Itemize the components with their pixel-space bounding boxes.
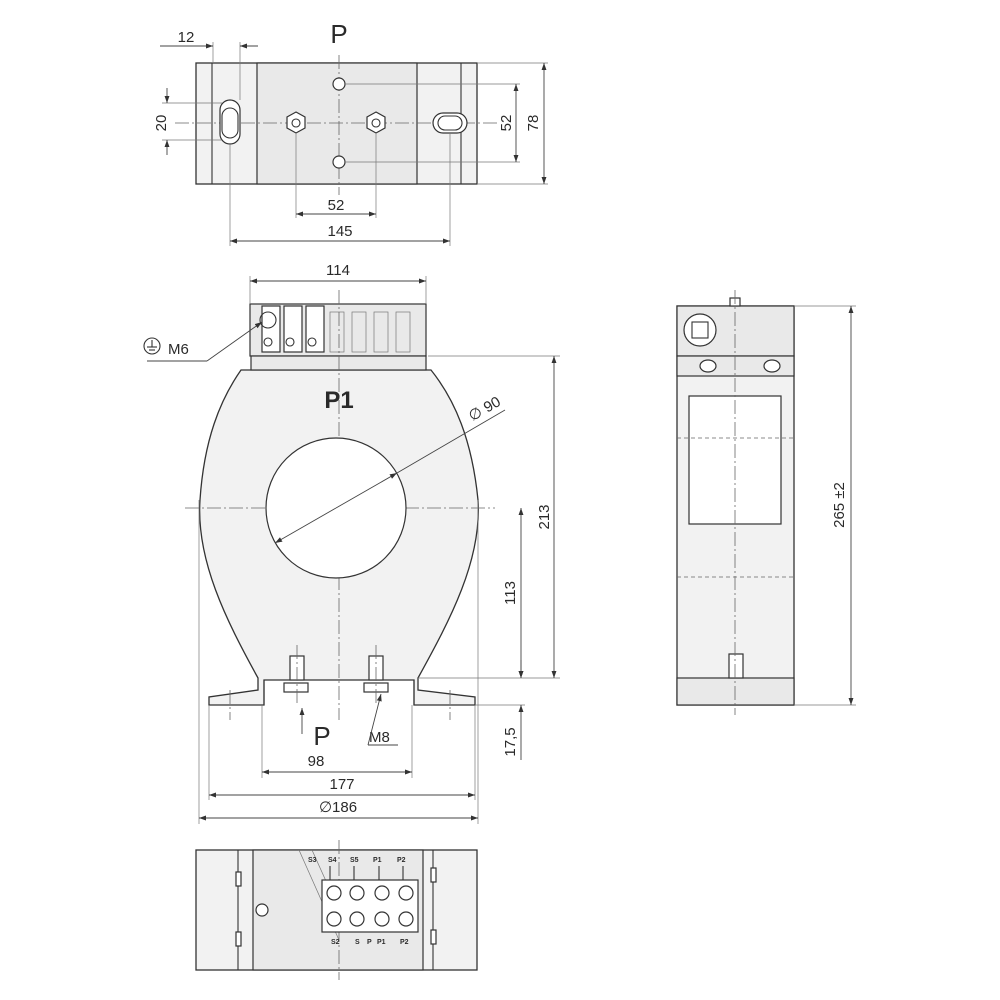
terminal-label-bottom-1: S2 xyxy=(331,939,340,946)
terminal-label-top-5: P2 xyxy=(397,857,406,864)
terminal-label-top-1: S3 xyxy=(308,857,317,864)
dim-52-vertical: 52 xyxy=(498,115,515,132)
dim-phi-90: ∅ 90 xyxy=(466,393,504,425)
side-screw-right-icon xyxy=(763,359,781,373)
top-view-label: P xyxy=(330,19,347,49)
bottom-slot-right-bottom-icon xyxy=(430,929,437,945)
bottom-ground-screw-icon xyxy=(255,903,269,917)
side-screw-left-icon xyxy=(699,359,717,373)
hex-nut-right-icon xyxy=(366,111,386,134)
bottom-slot-right-top-icon xyxy=(430,867,437,883)
terminal-label-bottom-2: S xyxy=(355,939,360,946)
dim-17-5: 17,5 xyxy=(502,727,519,756)
hex-nut-left-icon xyxy=(286,111,306,134)
terminal-label-bottom-5: P2 xyxy=(400,939,409,946)
m8-callout: M8 xyxy=(369,729,390,746)
dim-phi-186: ∅186 xyxy=(319,799,357,816)
dim-265: 265 ±2 xyxy=(831,482,848,528)
terminal-label-bottom-4: P1 xyxy=(377,939,386,946)
slot-right-icon xyxy=(432,112,468,134)
terminal-block xyxy=(259,305,411,353)
dim-113: 113 xyxy=(502,581,519,605)
earth-ground-icon xyxy=(143,337,161,355)
side-ground-screw-icon xyxy=(683,313,717,347)
dim-177: 177 xyxy=(329,776,354,793)
ground-screw-icon xyxy=(259,311,277,329)
m6-callout: M6 xyxy=(168,341,189,358)
dim-98: 98 xyxy=(308,753,325,770)
dim-114: 114 xyxy=(326,262,350,279)
terminal-label-top-4: P1 xyxy=(373,857,382,864)
front-view: P1 P 114 M6 ∅ 90 213 113 xyxy=(143,262,560,824)
dim-12: 12 xyxy=(178,29,195,46)
dim-20: 20 xyxy=(153,115,170,132)
bottom-slot-left-bottom-icon xyxy=(235,931,242,947)
top-view: P 12 xyxy=(153,19,548,246)
nameplate xyxy=(688,395,782,525)
dim-52-horizontal: 52 xyxy=(328,197,345,214)
slot-left-icon xyxy=(219,99,241,145)
dim-78: 78 xyxy=(525,115,542,132)
terminal-label-top-2: S4 xyxy=(328,857,337,864)
p-marking: P xyxy=(313,721,330,751)
dim-213: 213 xyxy=(536,504,553,529)
side-view-foot xyxy=(676,677,795,706)
terminal-label-bottom-3: P xyxy=(367,939,372,946)
bottom-terminal-block xyxy=(321,866,419,933)
hole-top-icon xyxy=(332,77,346,91)
side-view: 265 ±2 xyxy=(676,290,856,715)
bottom-view: S3 S4 S5 P1 P2 S2 S P P1 P2 xyxy=(195,840,478,980)
side-bottom-bolt-icon xyxy=(728,653,744,679)
p1-marking: P1 xyxy=(324,387,353,414)
terminal-label-top-3: S5 xyxy=(350,857,359,864)
dim-145: 145 xyxy=(327,223,352,240)
bottom-slot-left-top-icon xyxy=(235,871,242,887)
terminal-box-base xyxy=(250,355,427,371)
hole-bottom-icon xyxy=(332,155,346,169)
